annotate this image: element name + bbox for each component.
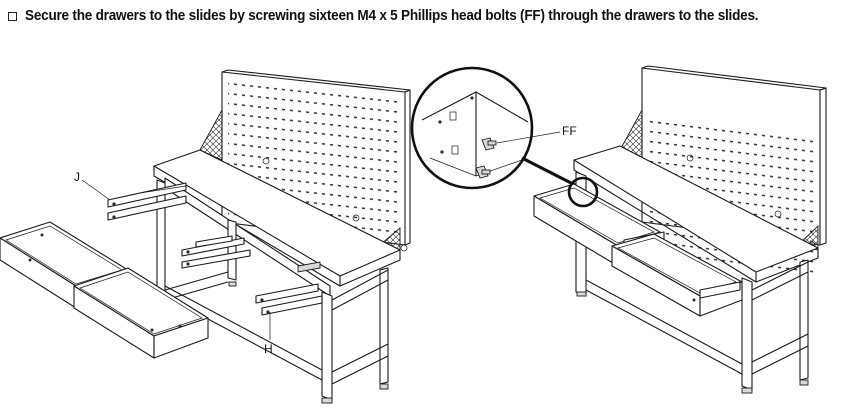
instruction-step: Secure the drawers to the slides by scre… — [8, 8, 838, 24]
step-checkbox-icon — [8, 11, 17, 21]
callout-h: H — [264, 342, 273, 356]
detail-magnifier — [410, 66, 576, 190]
workbench-right — [533, 65, 827, 394]
instruction-text: Secure the drawers to the slides by scre… — [25, 8, 759, 24]
drawer-left-2 — [73, 267, 209, 359]
workbench-left — [153, 69, 411, 404]
slide-h — [255, 283, 323, 340]
callout-ff: FF — [562, 124, 577, 138]
callout-j: J — [74, 170, 80, 184]
slide-j — [81, 179, 187, 221]
